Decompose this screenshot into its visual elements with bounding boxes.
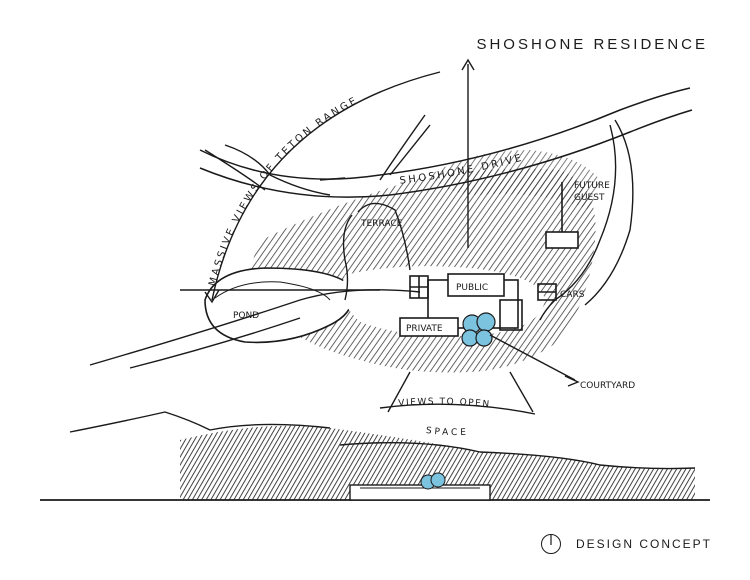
label-terrace: TERRACE (360, 219, 403, 229)
footer: DESIGN CONCEPT (540, 530, 712, 558)
site-section (40, 411, 710, 501)
label-public: PUBLIC (456, 283, 488, 293)
label-space: SPACE (425, 426, 469, 438)
courtyard-water (461, 312, 496, 347)
project-title: SHOSHONE RESIDENCE (476, 36, 708, 53)
label-courtyard: COURTYARD (580, 381, 635, 391)
label-pond: POND (233, 311, 259, 321)
shoshone-drive-road (199, 87, 693, 198)
label-cars: CARS (560, 290, 585, 300)
building-plan (399, 182, 579, 337)
label-views-open: VIEWS TO OPEN (398, 397, 491, 410)
north-arrow-icon (541, 534, 561, 554)
sheet-label: DESIGN CONCEPT (576, 537, 713, 551)
label-private: PRIVATE (406, 324, 443, 334)
label-future: FUTURE (574, 181, 610, 191)
annotation-arrows (204, 58, 580, 415)
label-guest: GUEST (574, 193, 605, 203)
